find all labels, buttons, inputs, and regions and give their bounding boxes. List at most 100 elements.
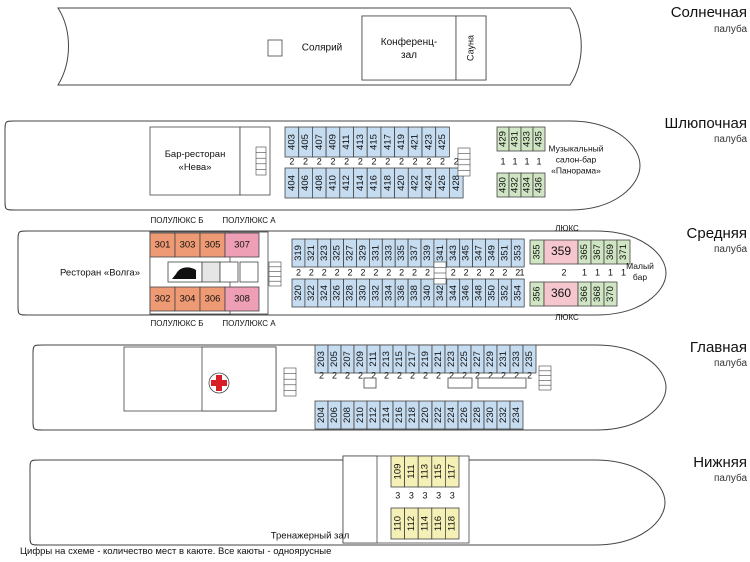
- cabin-number: 367: [592, 244, 603, 260]
- cabin-music: [532, 172, 546, 198]
- cabin-number: 368: [592, 286, 603, 302]
- small-bar-label: Малый: [626, 261, 654, 271]
- cabin-number: 339: [422, 245, 433, 261]
- capacity-number: 1: [512, 156, 517, 166]
- service-room: [201, 261, 221, 283]
- capacity-number: 2: [423, 370, 428, 380]
- capacity-number: 2: [372, 156, 377, 166]
- cabin-number: 431: [510, 131, 521, 147]
- cabin-number: 117: [447, 464, 458, 479]
- cabin-number: 301: [155, 240, 171, 251]
- cabin-number: 434: [522, 177, 533, 193]
- stairs-frame: [268, 261, 282, 287]
- capacity-number: 2: [527, 370, 532, 380]
- capacity-number: 2: [317, 156, 322, 166]
- gym-label: Тренажерный зал: [271, 531, 350, 542]
- capacity-number: 2: [502, 267, 507, 277]
- iron-icon: [172, 267, 196, 279]
- capacity-number: 2: [475, 370, 480, 380]
- capacity-number: 2: [332, 370, 337, 380]
- medical-cross: [211, 380, 227, 386]
- cabin-number: 306: [205, 294, 221, 305]
- capacity-number: 1: [595, 267, 600, 277]
- cabin-number: 114: [420, 516, 431, 531]
- cabin-number: 219: [420, 351, 431, 367]
- cabin-number: 405: [300, 134, 311, 150]
- cabin-semilux-b: [174, 286, 201, 312]
- corridor-box: [447, 377, 473, 389]
- cabin-number: 417: [382, 134, 393, 150]
- capacity-number: 2: [449, 370, 454, 380]
- cabin-number: 334: [383, 285, 394, 301]
- cabin-semilux-a: [224, 286, 260, 312]
- cabin-number: 425: [437, 134, 448, 150]
- service-room: [219, 261, 239, 283]
- cabin-number: 217: [407, 351, 418, 367]
- capacity-number: 2: [335, 267, 340, 277]
- cabin-number: 215: [394, 351, 405, 367]
- capacity-number: 2: [384, 370, 389, 380]
- cabin-number: 113: [420, 464, 431, 479]
- cabin-number: 356: [531, 286, 541, 301]
- capacity-number: 2: [309, 267, 314, 277]
- cabin-number: 231: [498, 351, 509, 367]
- capacity-number: 2: [454, 156, 459, 166]
- cabin-number: 403: [286, 134, 297, 150]
- capacity-number: 2: [410, 370, 415, 380]
- cabin-number: 337: [409, 245, 420, 261]
- capacity-number: 2: [561, 267, 566, 277]
- cabin-number: 344: [448, 285, 459, 301]
- cabin-number: 118: [447, 516, 458, 531]
- capacity-number: 2: [296, 267, 301, 277]
- cabin-number: 116: [433, 516, 444, 531]
- cabin-number: 365: [579, 244, 590, 260]
- cabin-number: 208: [342, 407, 353, 423]
- capacity-number: 2: [385, 156, 390, 166]
- lux-label-top: ЛЮКС: [555, 224, 579, 233]
- cabin-number: 110: [392, 516, 403, 531]
- cabin: [522, 344, 537, 374]
- cabin-number: 220: [420, 407, 431, 423]
- cabin-number: 407: [314, 134, 325, 150]
- cabin-number: 234: [511, 407, 522, 423]
- capacity-number: 1: [582, 267, 587, 277]
- cabin-number: 414: [355, 175, 366, 191]
- sauna-label: Сауна: [465, 35, 475, 61]
- cabin-number: 232: [498, 407, 509, 423]
- semilux-a-label-bottom: ПОЛУЛЮКС А: [222, 319, 276, 328]
- footnote: Цифры на схеме - количество мест в каюте…: [20, 546, 332, 557]
- cabin-semilux-b: [199, 232, 226, 258]
- cabin-number: 345: [461, 245, 472, 261]
- corridor-box: [363, 377, 377, 389]
- cabin-number: 304: [180, 294, 196, 305]
- cabin-number: 430: [498, 177, 509, 193]
- stairs-frame: [283, 367, 297, 397]
- cabin-number: 233: [511, 351, 522, 367]
- cabin-lux: [543, 281, 579, 307]
- cabin-number: 205: [329, 351, 340, 367]
- cabin-number: 204: [316, 407, 327, 423]
- cabin-number: 404: [286, 175, 297, 191]
- deck-title-shlyupochnaya: Шлюпочная: [664, 115, 747, 132]
- stairs-frame: [538, 365, 552, 391]
- cabin: [510, 278, 525, 308]
- stairs-mid: [457, 147, 471, 177]
- cabin-semilux-b: [199, 286, 226, 312]
- deck-title-glavnaya: Главная: [689, 339, 747, 356]
- semilux-b-label-top: ПОЛУЛЮКС Б: [150, 216, 203, 225]
- cabin-number: 436: [534, 177, 545, 193]
- deck-subtitle-solnechnaya: палуба: [714, 24, 747, 35]
- cabin-number: 115: [433, 464, 444, 479]
- cabin-number: 351: [499, 245, 510, 261]
- capacity-number: 1: [621, 267, 626, 277]
- cabin-number: 328: [345, 285, 356, 301]
- cabin-number: 332: [370, 285, 381, 301]
- cabin-number: 211: [368, 351, 379, 366]
- cabin-number: 340: [422, 285, 433, 301]
- cabin-semilux-a: [224, 232, 260, 258]
- corridor-box: [477, 377, 527, 389]
- cabin-number: 214: [381, 407, 392, 423]
